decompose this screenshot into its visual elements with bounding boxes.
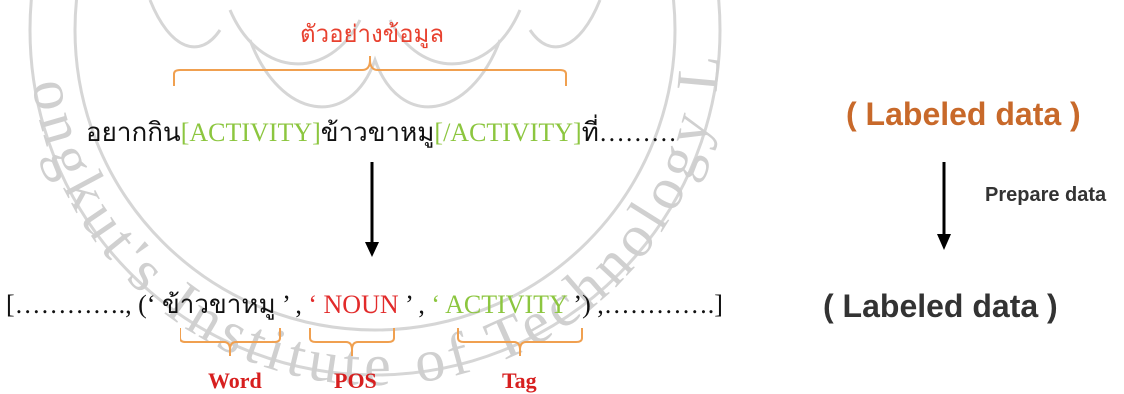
tuple-suffix: ) ,………….] [582, 290, 723, 319]
tuple-sep-2: , [411, 290, 432, 319]
prepare-arrow-icon [937, 162, 951, 250]
word-label: Word [208, 368, 262, 393]
sentence-text-1: อยากกิน [86, 118, 181, 147]
tuple-pos: NOUN [323, 290, 399, 319]
top-brace [173, 56, 567, 86]
word-brace [180, 328, 281, 356]
pos-brace [309, 328, 395, 356]
activity-open-tag: [ACTIVITY] [180, 118, 321, 147]
tuple-tag-open: ‘ [431, 290, 446, 319]
tuple-prefix: […………., (‘ [6, 290, 162, 319]
tuple-output: […………., (‘ ข้าวขาหมู ’ , ‘ NOUN ’ , ‘ AC… [6, 284, 723, 325]
labeled-sentence: อยากกิน[ACTIVITY]ข้าวขาหมู[/ACTIVITY]ที่… [86, 112, 677, 153]
sentence-text-2: ที่……… [581, 118, 677, 147]
labeled-data-top: ( Labeled data ) [846, 96, 1081, 132]
pos-label: POS [334, 368, 377, 393]
tuple-word: ข้าวขาหมู [161, 290, 276, 319]
tuple-tag: ACTIVITY [445, 290, 567, 319]
tuple-pos-close: ’ [398, 290, 412, 319]
prepare-data-label: Prepare data [985, 184, 1107, 206]
sample-data-title: ตัวอย่างข้อมูล [300, 20, 445, 48]
bottom-braces [180, 328, 583, 356]
sentence-entity: ข้าวขาหมู [320, 118, 435, 147]
tuple-sep-1: ’ , [275, 290, 309, 319]
tuple-tag-close: ’ [566, 290, 583, 319]
activity-close-tag: [/ACTIVITY] [434, 118, 582, 147]
tag-brace [457, 328, 583, 356]
tag-label: Tag [502, 368, 537, 393]
down-arrow-icon [365, 162, 379, 257]
labeled-data-bottom: ( Labeled data ) [823, 288, 1058, 324]
tuple-pos-open: ‘ [308, 290, 324, 319]
